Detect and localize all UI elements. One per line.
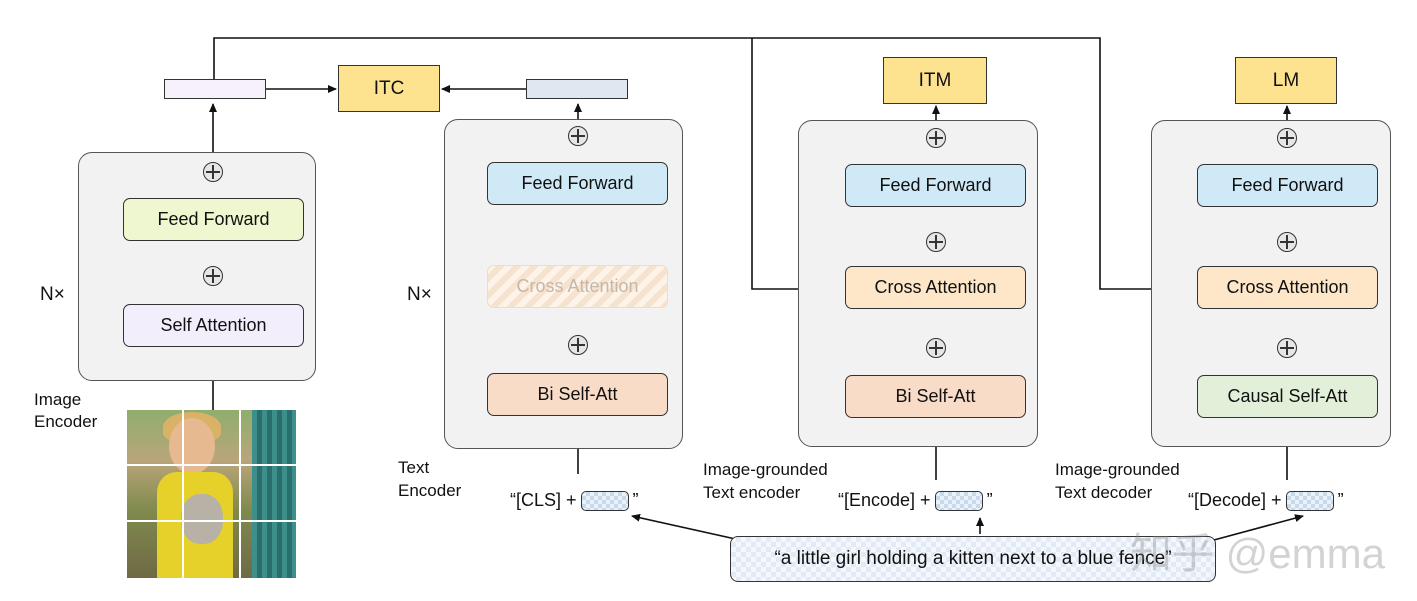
decode-token-input: “[Decode] + ” — [1188, 490, 1344, 511]
residual-add-icon — [926, 128, 946, 148]
residual-add-icon — [926, 338, 946, 358]
lm-feed-forward: Feed Forward — [1197, 164, 1378, 207]
residual-add-icon — [568, 335, 588, 355]
residual-add-icon — [1277, 232, 1297, 252]
cls-token-input: “[CLS] + ” — [510, 490, 639, 511]
image-encoder-self-attention: Self Attention — [123, 304, 304, 347]
text-feature-vector — [526, 79, 628, 99]
itm-feed-forward: Feed Forward — [845, 164, 1026, 207]
itm-cross-attention: Cross Attention — [845, 266, 1026, 309]
image-encoder-label-line2: Encoder — [34, 412, 98, 431]
text-encoder-bi-self-att: Bi Self-Att — [487, 373, 668, 416]
input-caption: “a little girl holding a kitten next to … — [730, 536, 1216, 582]
residual-add-icon — [926, 232, 946, 252]
encode-token-input: “[Encode] + ” — [838, 490, 993, 511]
text-token-box — [1285, 490, 1334, 511]
image-encoder-label-line1: Image — [34, 390, 82, 409]
input-image-patches — [127, 410, 296, 578]
encode-token-prefix: “[Encode] + — [838, 490, 931, 510]
encode-token-suffix: ” — [986, 490, 993, 510]
text-encoder-label-line1: Text — [398, 458, 430, 477]
text-token-box — [580, 490, 629, 511]
image-encoder-feed-forward: Feed Forward — [123, 198, 304, 241]
itc-head: ITC — [338, 65, 440, 112]
lm-label-line2: Text decoder — [1055, 483, 1153, 502]
residual-add-icon — [568, 126, 588, 146]
image-feature-vector — [164, 79, 266, 99]
image-encoder-repeat-label: N× — [40, 284, 65, 305]
text-encoder-feed-forward: Feed Forward — [487, 162, 668, 205]
text-token-box — [934, 490, 983, 511]
watermark: 知乎 @emma — [1130, 530, 1385, 577]
text-encoder-repeat-label: N× — [407, 284, 432, 305]
residual-add-icon — [1277, 128, 1297, 148]
text-encoder-label-line2: Encoder — [398, 481, 462, 500]
itm-label-line2: Text encoder — [703, 483, 801, 502]
itm-head: ITM — [883, 57, 987, 104]
text-encoder-cross-attention-disabled: Cross Attention — [487, 265, 668, 308]
decode-token-prefix: “[Decode] + — [1188, 490, 1282, 510]
cls-token-suffix: ” — [632, 490, 639, 510]
lm-label-line1: Image-grounded — [1055, 460, 1180, 479]
decode-token-suffix: ” — [1337, 490, 1344, 510]
residual-add-icon — [203, 266, 223, 286]
lm-head: LM — [1235, 57, 1337, 104]
lm-causal-self-att: Causal Self-Att — [1197, 375, 1378, 418]
lm-cross-attention: Cross Attention — [1197, 266, 1378, 309]
itm-bi-self-att: Bi Self-Att — [845, 375, 1026, 418]
residual-add-icon — [203, 162, 223, 182]
residual-add-icon — [1277, 338, 1297, 358]
itm-label-line1: Image-grounded — [703, 460, 828, 479]
cls-token-prefix: “[CLS] + — [510, 490, 577, 510]
